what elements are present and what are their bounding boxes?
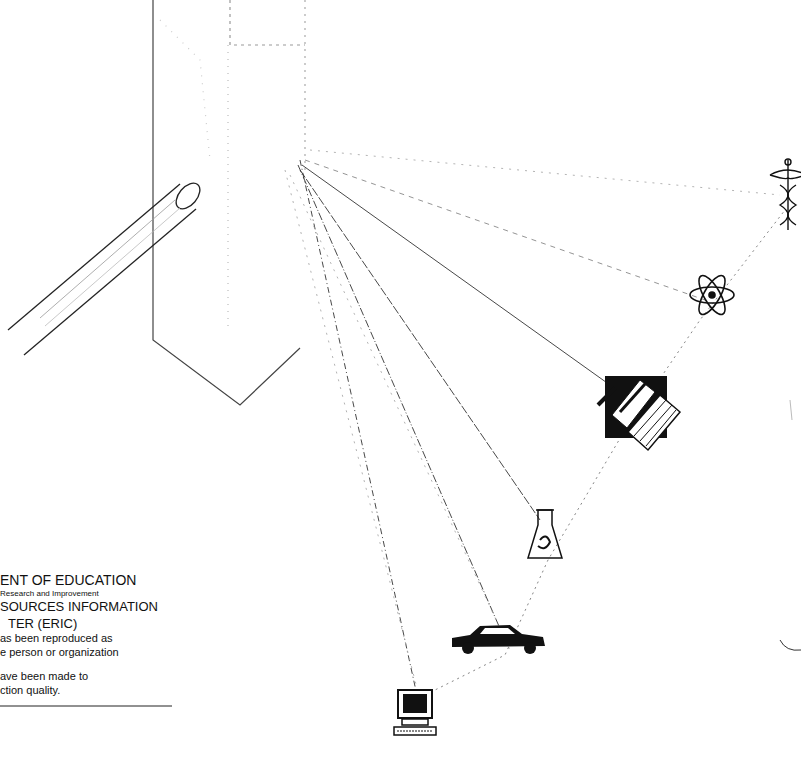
caduceus-icon	[770, 159, 801, 230]
stamp-text: Research and Improvement	[0, 590, 99, 598]
prism-slab	[153, 0, 305, 405]
stamp-text: SOURCES INFORMATION	[0, 600, 158, 613]
car-icon	[452, 625, 545, 654]
satellite-icon	[598, 376, 680, 450]
stamp-text: ENT OF EDUCATION	[0, 573, 136, 587]
light-tube	[8, 179, 205, 355]
stamp-text: ave been made to	[0, 671, 88, 682]
stamp-text: e person or organization	[0, 647, 119, 658]
stamp-text: ction quality.	[0, 685, 60, 696]
flask-icon	[528, 510, 562, 558]
stamp-text: TER (ERIC)	[8, 617, 77, 630]
computer-icon	[394, 690, 436, 735]
atom-icon	[690, 272, 734, 318]
stamp-rule	[0, 706, 172, 707]
edge-mark	[790, 400, 792, 420]
light-rays	[285, 150, 780, 700]
icon-path	[425, 210, 785, 695]
stamp-text: as been reproduced as	[0, 633, 113, 644]
edge-mark	[780, 640, 801, 650]
